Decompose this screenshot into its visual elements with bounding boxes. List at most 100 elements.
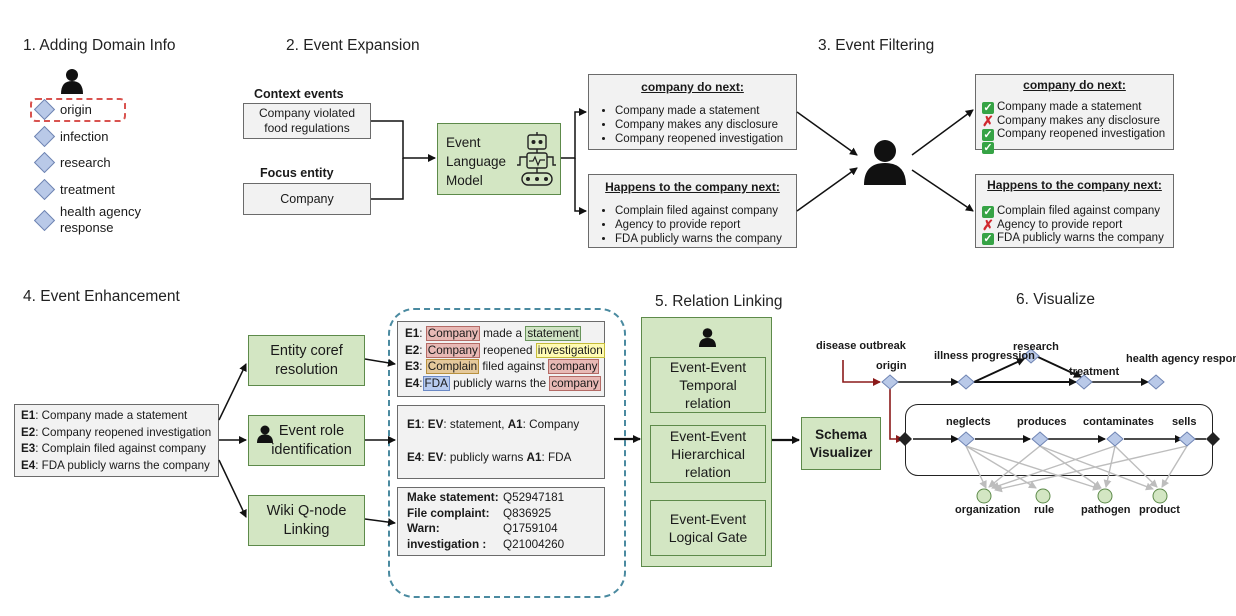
event-list-box: E1: Company made a statement E2: Company…	[14, 404, 219, 477]
list-item: Company makes any disclosure	[615, 118, 796, 132]
robot-icon	[517, 132, 556, 186]
check-icon: ✓	[982, 128, 994, 141]
list-item: FDA publicly warns the company	[615, 232, 796, 246]
event-role-identification-box: Event role identification	[248, 415, 365, 466]
node-contaminates	[1106, 431, 1124, 447]
domain-item-treatment[interactable]: treatment	[33, 178, 115, 201]
filtered-company-do-next-box: company do next: ✓Company made a stateme…	[975, 74, 1174, 154]
coref-line: E4:FDA publicly warns the company	[405, 375, 601, 391]
node-label-sells: sells	[1172, 416, 1197, 428]
heading-event-filtering: 3. Event Filtering	[818, 37, 935, 54]
node-label-product: product	[1139, 504, 1180, 516]
node-label-pathogen: pathogen	[1081, 504, 1131, 516]
coref-line: E1: Company made a statement	[405, 326, 581, 341]
event-line: E4: FDA publicly warns the company	[21, 458, 210, 472]
cross-icon: ✗	[982, 217, 994, 234]
coref-line: E2: Company reopened investigation	[405, 342, 605, 358]
domain-item-origin[interactable]: origin	[33, 98, 92, 121]
heading-visualize: 6. Visualize	[1016, 291, 1095, 308]
happens-to-company-box: Happens to the company next: Complain fi…	[588, 174, 797, 248]
node-label-produces: produces	[1017, 416, 1067, 428]
event-language-model-label: Event Language Model	[446, 135, 507, 188]
filtered-company-do-next-title: company do next:	[1023, 78, 1126, 92]
company-do-next-box: company do next: Company made a statemen…	[588, 74, 797, 150]
schema-visualizer-box: Schema Visualizer	[801, 417, 881, 470]
happens-to-company-title: Happens to the company next:	[605, 180, 780, 194]
person-icon	[699, 328, 716, 347]
node-illness	[957, 374, 975, 390]
cross-icon: ✗	[982, 113, 994, 130]
node-label-research: research	[1013, 341, 1059, 353]
domain-item-infection[interactable]: infection	[33, 125, 108, 148]
heading-event-enhancement: 4. Event Enhancement	[23, 288, 180, 305]
domain-item-research[interactable]: research	[33, 151, 111, 174]
filtered-happens-title: Happens to the company next:	[987, 178, 1162, 192]
node-pathogen	[1097, 488, 1113, 504]
wiki-qnode-linking-box: Wiki Q-node Linking	[248, 495, 365, 546]
node-label-health-agency-response: health agency response	[1126, 353, 1236, 365]
qnode-result-box: Make statement:Q52947181 File complaint:…	[397, 487, 605, 556]
heading-relation-linking: 5. Relation Linking	[655, 293, 783, 310]
event-line: E3: Complain filed against company	[21, 442, 206, 455]
temporal-relation-box: Event-Event Temporal relation	[650, 357, 766, 413]
person-icon	[864, 140, 906, 185]
node-origin	[881, 374, 899, 390]
list-item: Agency to provide report	[615, 218, 796, 232]
node-research	[1022, 348, 1040, 364]
node-label-disease-outbreak: disease outbreak	[816, 340, 906, 352]
qnode-line: Warn:Q1759104	[407, 522, 558, 535]
role-line: E1: EV: statement, A1: Company	[407, 418, 580, 431]
company-do-next-title: company do next:	[641, 80, 744, 94]
event-line: E2: Company reopened investigation	[21, 425, 212, 439]
filtered-item: ✓Company made a statement	[982, 101, 1142, 114]
check-icon: ✓	[982, 141, 994, 154]
event-role-identification-label: Event role identification	[271, 422, 352, 458]
node-neglects	[957, 431, 975, 447]
qnode-line: Make statement:Q52947181	[407, 491, 565, 504]
context-events-box: Company violated food regulations	[243, 103, 371, 139]
check-icon: ✓	[982, 232, 994, 245]
coref-result-box: E1: Company made a statement E2: Company…	[397, 321, 605, 397]
node-label-rule: rule	[1034, 504, 1055, 516]
node-produces	[1031, 431, 1049, 447]
node-label-treatment: treatment	[1069, 366, 1120, 378]
qnode-line: File complaint:Q836925	[407, 506, 552, 520]
node-agency	[1147, 374, 1165, 390]
person-icon	[61, 69, 83, 94]
hierarchical-relation-box: Event-Event Hierarchical relation	[650, 425, 766, 483]
list-item: Company made a statement	[615, 104, 796, 118]
filtered-item: ✓	[976, 141, 1173, 154]
role-result-box: E1: EV: statement, A1: Company E4: EV: p…	[397, 405, 605, 479]
node-label-organization: organization	[955, 504, 1021, 516]
node-label-illness-progression: illness progression	[934, 350, 1035, 362]
node-product	[1152, 488, 1168, 504]
filtered-item: ✓Company reopened investigation	[982, 128, 1166, 141]
coref-line: E3: Complain filed against company	[405, 359, 600, 374]
filtered-item: ✓FDA publicly warns the company	[982, 232, 1164, 245]
event-line: E1: Company made a statement	[21, 409, 188, 422]
focus-entity-label: Focus entity	[260, 166, 334, 180]
focus-entity-box: Company	[243, 183, 371, 215]
node-sells	[1178, 431, 1196, 447]
filtered-item: ✗Agency to provide report	[982, 217, 1123, 234]
domain-item-health-agency[interactable]: health agency response	[33, 204, 160, 236]
list-item: Complain filed against company	[615, 204, 796, 218]
event-language-model-box: Event Language Model	[437, 123, 561, 195]
enhancement-results-group	[388, 308, 626, 598]
node-rule	[1035, 488, 1051, 504]
filtered-item: ✗Company makes any disclosure	[982, 113, 1160, 130]
logical-gate-box: Event-Event Logical Gate	[650, 500, 766, 556]
node-label-origin: origin	[876, 360, 907, 372]
list-item: Company reopened investigation	[615, 132, 796, 146]
context-events-label: Context events	[254, 87, 344, 101]
origin-highlight-box	[30, 98, 126, 122]
heading-event-expansion: 2. Event Expansion	[286, 37, 420, 54]
filtered-item: ✓Complain filed against company	[982, 205, 1161, 218]
qnode-line: investigation :Q21004260	[407, 537, 565, 551]
entity-coref-resolution-box: Entity coref resolution	[248, 335, 365, 386]
node-organization	[976, 488, 992, 504]
check-icon: ✓	[982, 101, 994, 114]
heading-adding-domain-info: 1. Adding Domain Info	[23, 37, 176, 54]
node-treatment	[1075, 374, 1093, 390]
